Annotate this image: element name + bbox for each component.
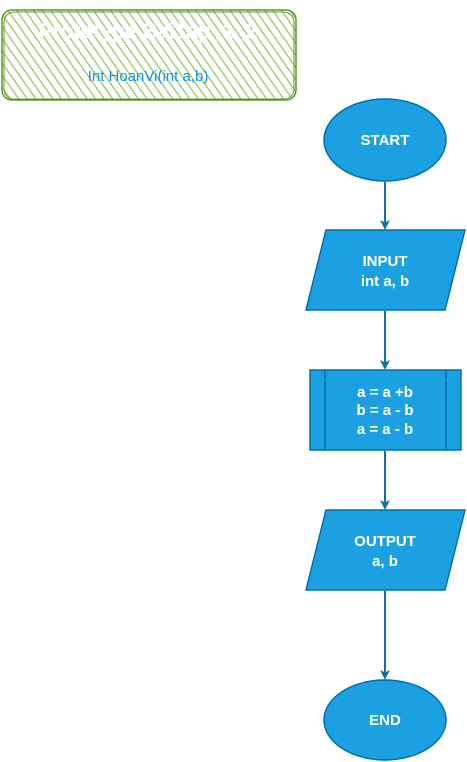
end-label: END	[369, 712, 401, 729]
start-node[interactable]: START	[323, 98, 447, 182]
process-line-2: b = a - b	[356, 402, 413, 419]
start-label: START	[361, 132, 410, 149]
input-label-line-1: INPUT	[363, 253, 408, 270]
output-label-line-1: OUTPUT	[354, 533, 416, 550]
prototype-note[interactable]: Prototype BaiTap_1_2 Int HoanVi(int a,b)	[1, 9, 297, 101]
output-label-line-2: a, b	[372, 553, 398, 570]
input-node[interactable]: INPUT int a, b	[305, 229, 466, 311]
end-node[interactable]: END	[323, 679, 447, 761]
input-label-line-2: int a, b	[361, 273, 409, 290]
prototype-signature: Int HoanVi(int a,b)	[88, 68, 209, 85]
process-line-1: a = a +b	[357, 384, 413, 401]
process-node[interactable]: a = a +b b = a - b a = a - b	[309, 369, 462, 451]
process-line-3: a = a - b	[357, 421, 413, 438]
output-node[interactable]: OUTPUT a, b	[305, 509, 466, 591]
prototype-title: Prototype BaiTap_1_2	[38, 20, 257, 43]
